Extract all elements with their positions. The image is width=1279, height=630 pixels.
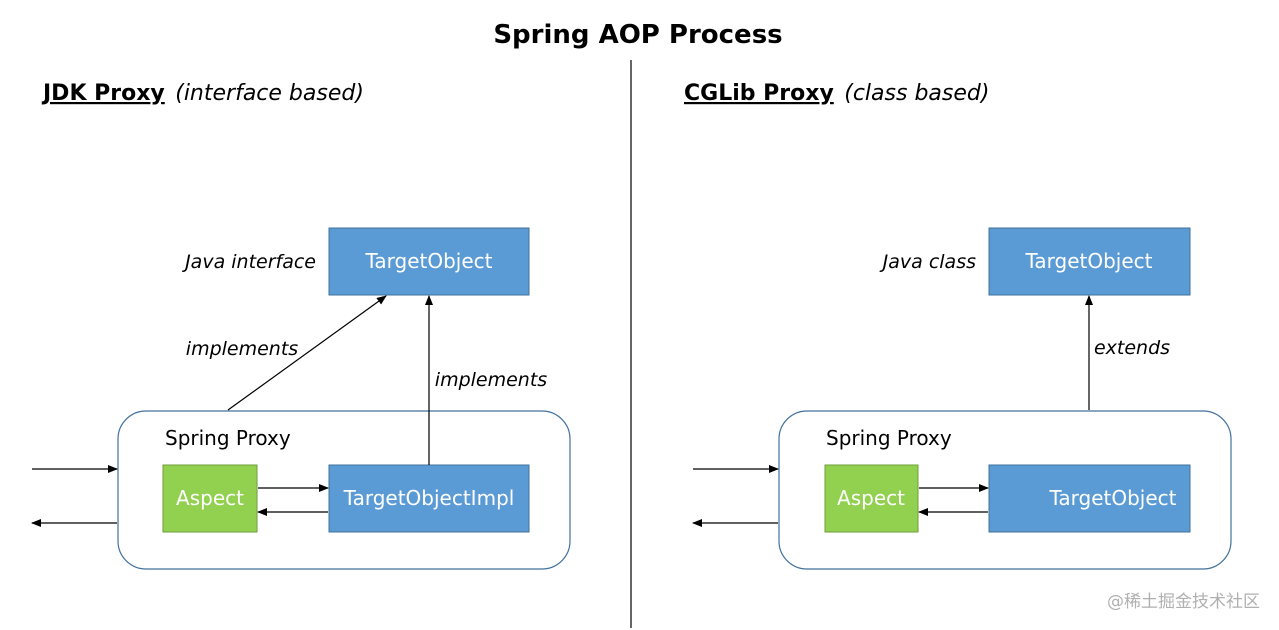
right-target-subclass-box (988, 464, 1191, 533)
left-implements-diagonal-arrow (227, 295, 387, 411)
right-target-subclass-label: TargetObject (1048, 486, 1176, 510)
right-spring-proxy-label: Spring Proxy (826, 426, 952, 450)
right-target-object-label: TargetObject (1024, 249, 1152, 273)
left-target-object-label: TargetObject (364, 249, 492, 273)
left-target-impl-box (328, 464, 530, 533)
left-heading-qualifier: (interface based) (175, 81, 364, 106)
diagram-title: Spring AOP Process (493, 20, 782, 50)
watermark-text: @稀土掘金技术社区 (1107, 592, 1260, 612)
left-heading-name: JDK Proxy (41, 81, 165, 106)
right-heading: CGLib Proxy (class based) (684, 81, 989, 106)
left-aspect-box (162, 464, 258, 533)
right-target-object-box (988, 227, 1191, 296)
right-spring-proxy-container (778, 410, 1232, 570)
right-extends-label: extends (1094, 337, 1170, 359)
left-type-label: Java interface (181, 251, 316, 273)
left-spring-proxy-label: Spring Proxy (165, 426, 291, 450)
left-heading: JDK Proxy (interface based) (41, 81, 364, 106)
right-type-label: Java class (879, 251, 976, 273)
left-target-impl-label: TargetObjectImpl (343, 486, 515, 510)
right-aspect-label: Aspect (837, 486, 905, 510)
left-implements-vertical-label: implements (435, 369, 548, 391)
left-implements-diagonal-label: implements (186, 338, 299, 360)
right-aspect-box (824, 464, 919, 533)
left-spring-proxy-container (117, 410, 571, 570)
left-aspect-label: Aspect (176, 486, 244, 510)
right-heading-qualifier: (class based) (844, 81, 989, 106)
right-heading-name: CGLib Proxy (684, 81, 834, 106)
